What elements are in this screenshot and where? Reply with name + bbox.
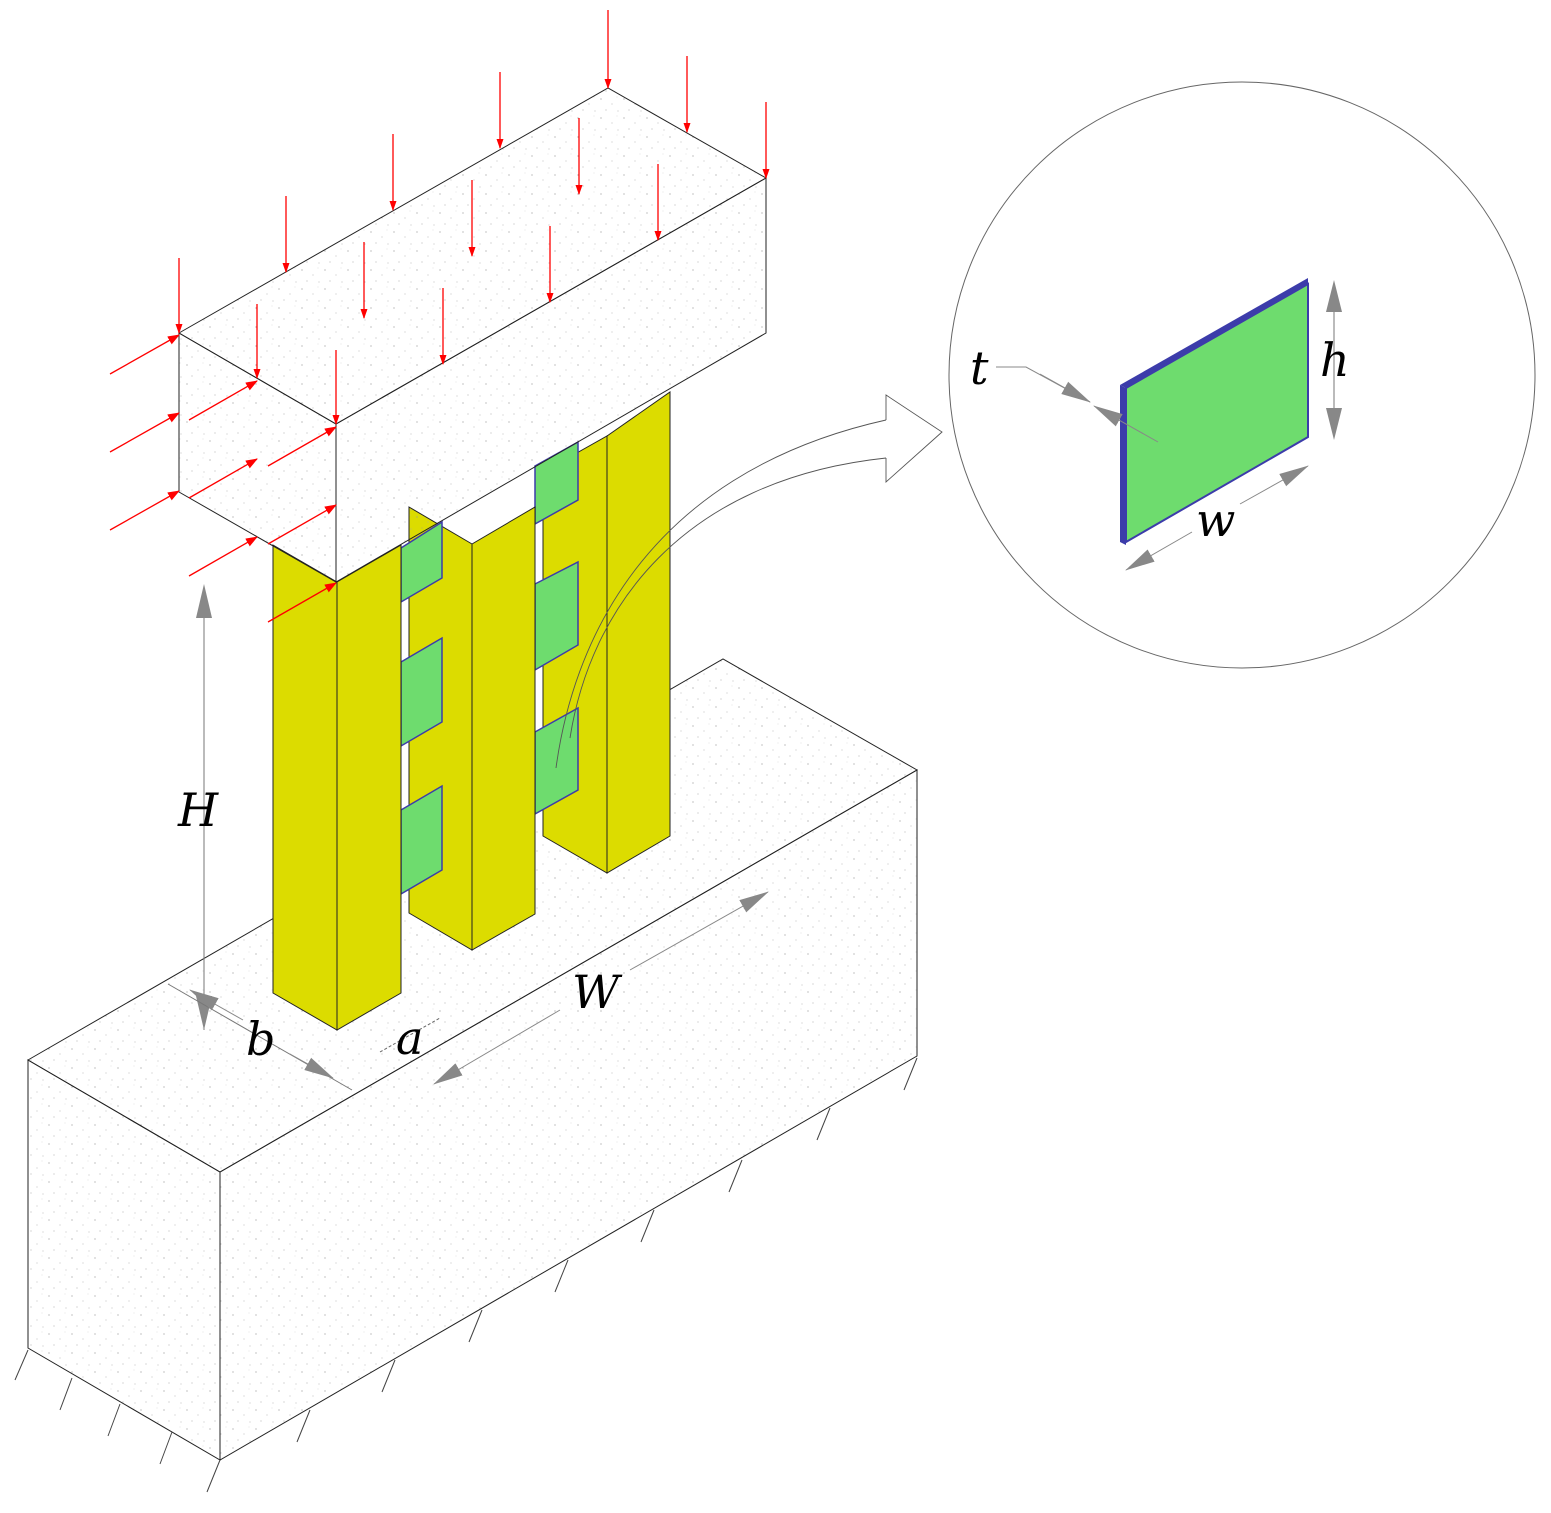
h-dimension (1326, 280, 1342, 440)
t-dimension (996, 366, 1159, 443)
a-dimension (379, 1017, 441, 1053)
damper-plates-row-1 (400, 520, 443, 896)
b-dimension (167, 983, 353, 1091)
label-W: W (572, 965, 623, 1019)
label-a: a (396, 1011, 423, 1065)
detail-callout-arrow (555, 394, 943, 769)
label-H: H (177, 783, 219, 837)
cap-beam (177, 87, 768, 583)
detail-damper-plate (1120, 278, 1309, 545)
damper-plates-row-2 (534, 440, 579, 816)
W-dimension (433, 891, 769, 1085)
horizontal-load-arrows (109, 334, 337, 623)
column-2 (408, 506, 536, 951)
vertical-load-arrows (175, 10, 770, 425)
fixed-support-hatching (14, 1057, 918, 1493)
label-t: t (970, 341, 989, 395)
label-w: w (1196, 493, 1235, 547)
label-b: b (246, 1012, 275, 1066)
column-1 (272, 544, 402, 1031)
label-h: h (1320, 333, 1350, 387)
w-dimension (1125, 465, 1309, 571)
